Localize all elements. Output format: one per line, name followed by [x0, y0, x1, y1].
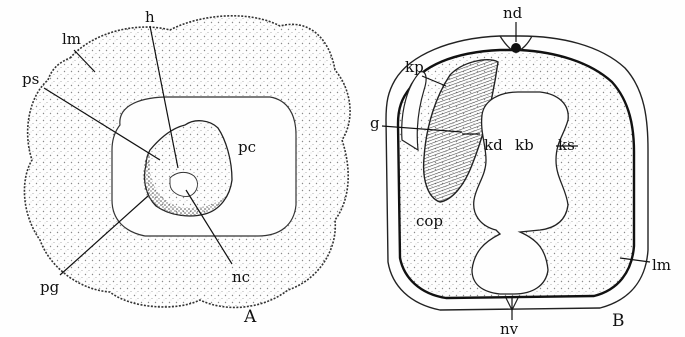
panel-a-nc-core: [170, 172, 197, 196]
label-b-ks: ks: [558, 136, 575, 154]
label-b-nv: nv: [500, 320, 519, 337]
label-b-kd: kd: [484, 136, 503, 154]
panel-b: nd kp g kd kb ks cop lm nv B: [370, 4, 671, 337]
label-a-nc: nc: [232, 268, 250, 286]
label-b-kp: kp: [405, 58, 424, 76]
panel-a: h lm ps pc pg nc A: [22, 8, 350, 327]
label-a-lm: lm: [62, 30, 81, 48]
label-b-lm: lm: [652, 256, 671, 274]
label-b-g: g: [370, 114, 380, 132]
label-a-pc: pc: [238, 138, 256, 156]
panel-label-b: B: [612, 311, 625, 331]
label-b-cop: cop: [416, 212, 443, 230]
label-a-h: h: [145, 8, 155, 26]
panel-b-nd-dot: [511, 43, 521, 53]
label-b-kb: kb: [515, 136, 534, 154]
panel-label-a: A: [243, 307, 257, 327]
label-b-nd: nd: [503, 4, 523, 22]
label-a-pg: pg: [40, 278, 60, 296]
label-a-ps: ps: [22, 70, 39, 88]
